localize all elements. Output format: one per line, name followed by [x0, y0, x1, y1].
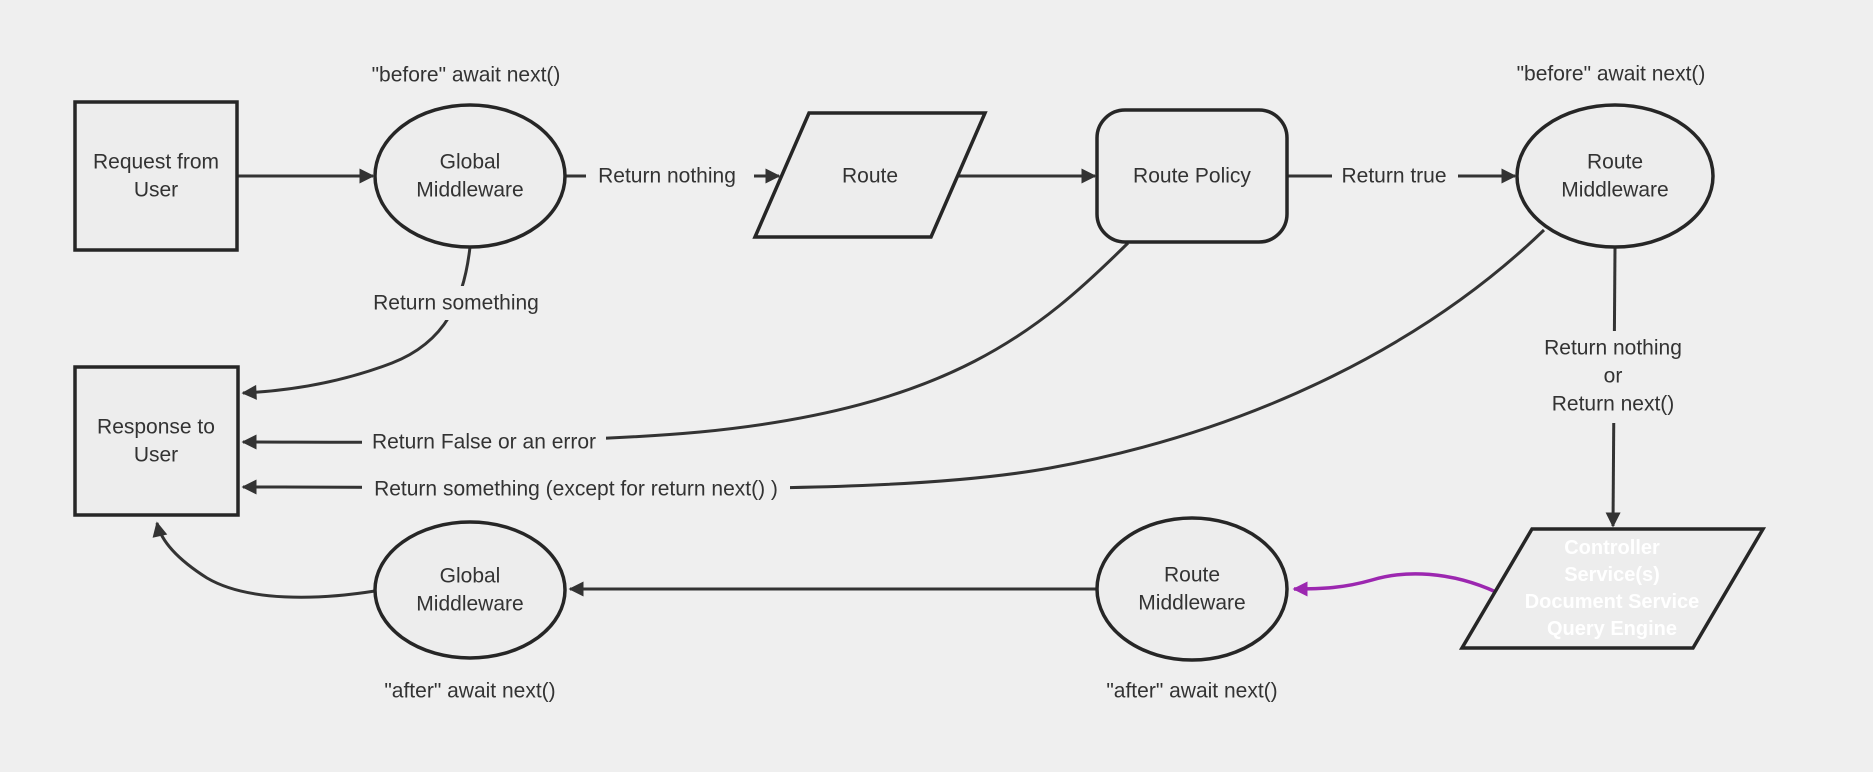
response-label-line1: Response to — [97, 416, 215, 439]
label-return-nothing-bg — [586, 159, 754, 193]
label-return-false-bg — [362, 425, 606, 459]
route-policy-box — [1095, 108, 1289, 244]
node-route-policy: Route Policy — [1095, 108, 1289, 244]
response-label-line2: User — [134, 444, 178, 467]
label-return-something-bg — [360, 286, 552, 320]
controller-line2: Service(s) — [1564, 564, 1660, 586]
label-return-something-except: Return something (except for return next… — [362, 472, 790, 506]
label-return-nothing-or-next-bg — [1526, 331, 1702, 423]
node-route: Route — [752, 111, 988, 239]
route-middleware-top-line2: Middleware — [1561, 179, 1668, 202]
node-global-middleware-bottom: Global Middleware — [373, 520, 567, 660]
global-middleware-bottom-ellipse — [373, 520, 567, 660]
route-parallelogram — [752, 111, 988, 239]
route-middleware-bottom-line1: Route — [1164, 564, 1220, 587]
label-return-something-text: Return something — [373, 292, 539, 315]
label-after-await-next-right: "after" await next() — [1106, 680, 1277, 703]
route-middleware-top-line1: Route — [1587, 151, 1643, 174]
controller-line1: Controller — [1564, 537, 1660, 559]
route-middleware-bottom-line2: Middleware — [1138, 592, 1245, 615]
label-return-nothing-or-line2: or — [1604, 365, 1623, 388]
controller-parallelogram — [1458, 527, 1767, 650]
global-middleware-top-ellipse — [373, 103, 567, 249]
node-route-middleware-top: Route Middleware — [1515, 103, 1715, 249]
label-before-await-next-right: "before" await next() — [1517, 63, 1706, 86]
global-middleware-bottom-line1: Global — [440, 565, 501, 588]
controller-line3: Document Service — [1525, 591, 1700, 613]
request-label-line2: User — [134, 179, 178, 202]
response-box — [73, 365, 240, 517]
label-return-something: Return something — [360, 286, 552, 320]
label-return-nothing-or-line3: Return next() — [1552, 393, 1675, 416]
route-policy-label: Route Policy — [1133, 165, 1251, 188]
label-return-nothing-or-line1: Return nothing — [1544, 337, 1682, 360]
route-middleware-bottom-ellipse — [1095, 516, 1289, 662]
label-return-true: Return true — [1332, 159, 1458, 193]
label-return-true-text: Return true — [1341, 165, 1446, 188]
node-global-middleware-top: Global Middleware — [373, 103, 567, 249]
label-before-await-next-left: "before" await next() — [372, 64, 561, 87]
label-return-nothing-or-next: Return nothing or Return next() — [1526, 331, 1702, 423]
node-request-from-user: Request from User — [73, 100, 239, 252]
node-response-to-user: Response to User — [73, 365, 240, 517]
label-return-nothing-text: Return nothing — [598, 165, 736, 188]
label-return-nothing: Return nothing — [586, 159, 754, 193]
request-label-line1: Request from — [93, 151, 219, 174]
node-route-middleware-bottom: Route Middleware — [1095, 516, 1289, 662]
route-label: Route — [842, 165, 898, 188]
label-return-something-except-bg — [362, 472, 790, 506]
node-controller-services: Controller Service(s) Document Service Q… — [1458, 527, 1767, 650]
edge-controller-to-route-middleware-bottom — [1292, 572, 1497, 597]
global-middleware-top-line1: Global — [440, 151, 501, 174]
label-return-true-bg — [1332, 159, 1458, 193]
request-box — [73, 100, 239, 252]
global-middleware-bottom-line2: Middleware — [416, 593, 523, 616]
route-middleware-top-ellipse — [1515, 103, 1715, 249]
label-return-false-or-error: Return False or an error — [362, 425, 606, 459]
controller-line4: Query Engine — [1547, 618, 1677, 640]
label-after-await-next-left: "after" await next() — [384, 680, 555, 703]
label-return-something-except-text: Return something (except for return next… — [374, 478, 778, 501]
global-middleware-top-line2: Middleware — [416, 179, 523, 202]
label-return-false-text: Return False or an error — [372, 431, 596, 454]
edge-global-middleware-bottom-to-response — [152, 521, 376, 599]
